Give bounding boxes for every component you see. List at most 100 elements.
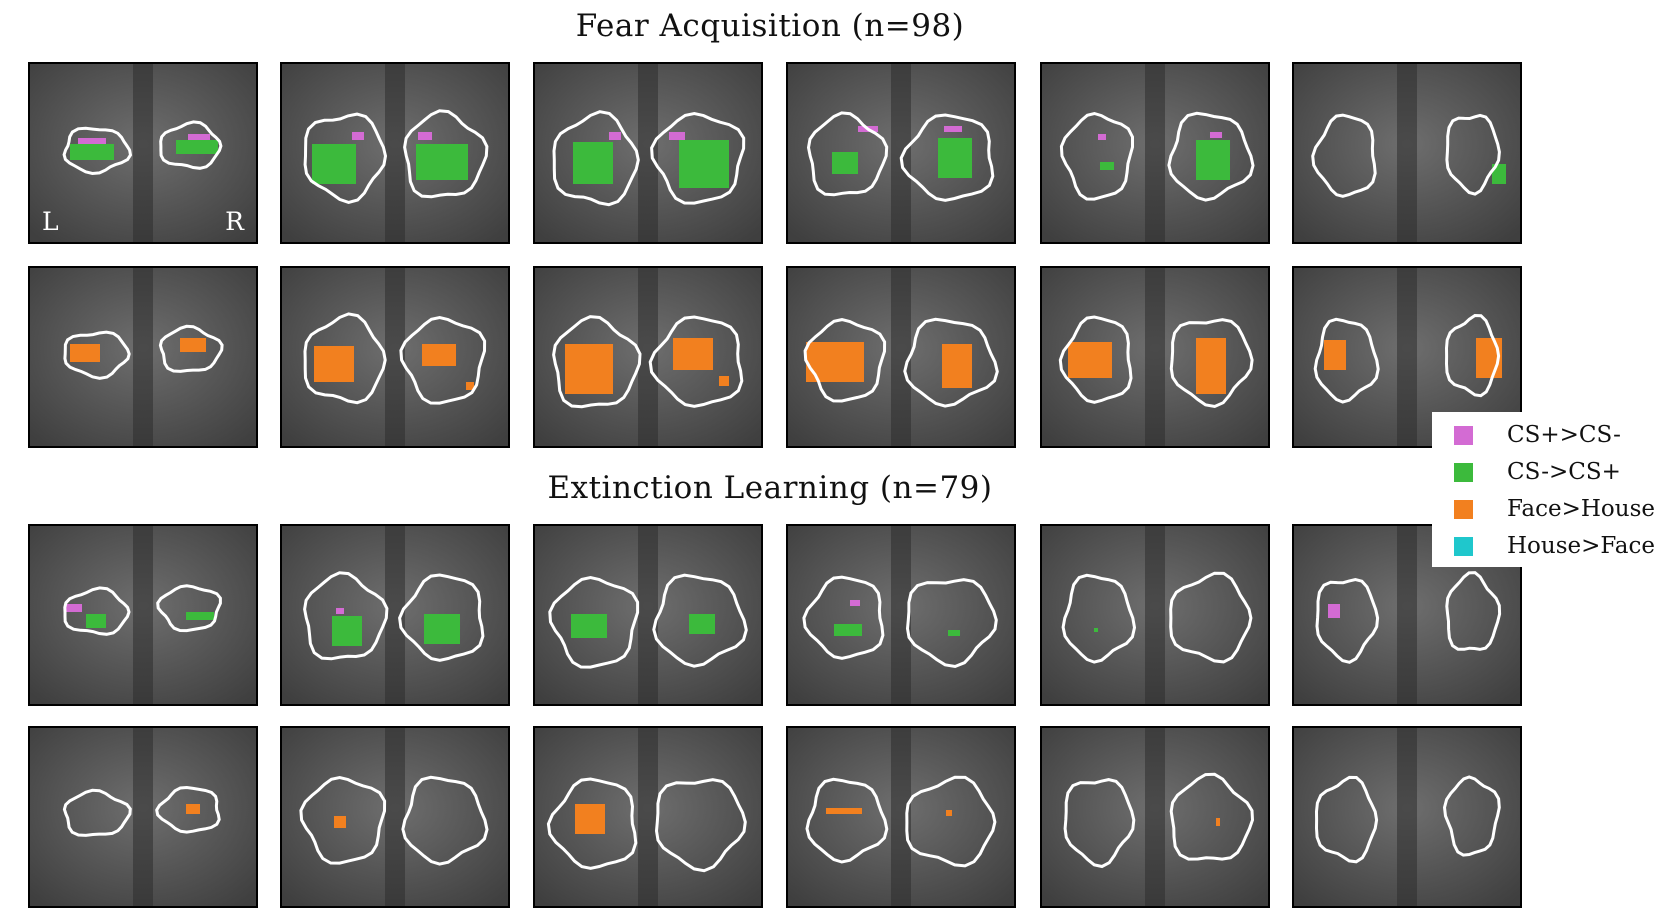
brain-slice-image: [1042, 728, 1268, 906]
legend-item-face-gt-house: Face>House: [1432, 494, 1655, 524]
activation-cluster: [466, 382, 474, 390]
midline-structure: [1397, 64, 1417, 242]
midline-structure: [1145, 526, 1165, 704]
legend: CS+>CS- CS->CS+ Face>House House>Face: [1432, 412, 1668, 567]
legend-swatch: [1454, 499, 1473, 519]
right-amygdala-outline: [155, 785, 221, 834]
right-amygdala-outline: [159, 120, 223, 170]
right-amygdala-outline: [650, 111, 746, 205]
brain-slice-panel: [533, 266, 763, 448]
brain-slice-image: [788, 64, 1014, 242]
brain-slice-panel: [1292, 726, 1522, 908]
brain-slice-panel: [28, 266, 258, 448]
brain-slice-image: [535, 64, 761, 242]
left-amygdala-outline: [803, 318, 887, 403]
brain-slice-panel: [1040, 266, 1270, 448]
brain-slice-image: [535, 526, 761, 704]
brain-slice-image: [282, 728, 508, 906]
midline-structure: [638, 268, 658, 446]
midline-structure: [891, 728, 911, 906]
section-title-extinction-learning: Extinction Learning (n=79): [547, 470, 993, 506]
left-amygdala-outline: [548, 575, 640, 669]
brain-slice-panel: [28, 524, 258, 706]
left-amygdala-outline: [806, 111, 889, 197]
right-hemisphere-label: R: [225, 207, 244, 236]
brain-slice-image: [788, 728, 1014, 906]
right-amygdala-outline: [1442, 775, 1501, 857]
activation-cluster: [1068, 342, 1112, 378]
right-amygdala-outline: [1445, 571, 1502, 651]
brain-slice-panel: [280, 524, 510, 706]
left-amygdala-outline: [1313, 317, 1380, 404]
activation-cluster: [1210, 132, 1222, 138]
brain-slice-panel: [786, 524, 1016, 706]
brain-slice-panel: [28, 726, 258, 908]
midline-structure: [385, 526, 405, 704]
left-amygdala-outline: [303, 312, 387, 405]
legend-swatch: [1454, 425, 1473, 445]
activation-cluster: [942, 344, 972, 388]
legend-swatch: [1454, 462, 1473, 482]
brain-slice-image: [30, 64, 256, 242]
midline-structure: [1397, 268, 1417, 446]
activation-cluster: [938, 138, 972, 178]
activation-cluster: [1196, 140, 1230, 180]
activation-cluster: [1100, 162, 1114, 170]
activation-cluster: [332, 616, 362, 646]
midline-structure: [385, 64, 405, 242]
legend-label: CS+>CS-: [1507, 422, 1621, 448]
midline-structure: [891, 64, 911, 242]
right-amygdala-outline: [652, 573, 748, 668]
midline-structure: [891, 268, 911, 446]
left-amygdala-outline: [552, 315, 642, 409]
left-amygdala-outline: [63, 330, 131, 380]
activation-cluster: [334, 816, 346, 828]
activation-cluster: [689, 614, 715, 634]
section-title-fear-acquisition: Fear Acquisition (n=98): [575, 8, 965, 44]
brain-slice-image: [1294, 728, 1520, 906]
midline-structure: [638, 728, 658, 906]
right-amygdala-outline: [156, 584, 222, 633]
activation-cluster: [834, 624, 862, 636]
right-amygdala-outline: [1444, 313, 1501, 398]
activation-cluster: [86, 614, 106, 628]
right-amygdala-outline: [1445, 113, 1501, 196]
right-amygdala-outline: [654, 778, 747, 873]
activation-cluster: [78, 138, 106, 144]
activation-cluster: [948, 630, 960, 636]
brain-slice-panel: [533, 726, 763, 908]
midline-structure: [638, 526, 658, 704]
left-amygdala-outline: [303, 571, 389, 661]
activation-cluster: [571, 614, 607, 638]
activation-cluster: [1094, 628, 1098, 632]
activation-cluster: [565, 344, 613, 394]
brain-slice-image: [535, 728, 761, 906]
brain-slice-panel: [786, 62, 1016, 244]
brain-slice-panel: [1040, 62, 1270, 244]
brain-slice-panel: [786, 266, 1016, 448]
midline-structure: [1397, 728, 1417, 906]
right-amygdala-outline: [648, 315, 744, 408]
midline-structure: [891, 526, 911, 704]
left-amygdala-outline: [1311, 113, 1377, 198]
left-amygdala-outline: [546, 777, 638, 870]
activation-cluster: [832, 152, 858, 174]
left-amygdala-outline: [1058, 315, 1133, 404]
brain-slice-panel: [533, 62, 763, 244]
right-amygdala-outline: [1169, 318, 1254, 409]
legend-label: CS->CS+: [1507, 459, 1621, 485]
brain-slice-image: [788, 526, 1014, 704]
activation-cluster: [422, 344, 456, 366]
left-amygdala-outline: [303, 112, 388, 204]
brain-slice-panel: [1040, 726, 1270, 908]
left-hemisphere-label: L: [42, 207, 59, 236]
right-amygdala-outline: [1169, 772, 1255, 861]
activation-cluster: [575, 804, 605, 834]
legend-label: Face>House: [1507, 496, 1656, 522]
brain-slice-image: [282, 268, 508, 446]
brain-slice-image: [535, 268, 761, 446]
left-amygdala-outline: [1315, 577, 1380, 664]
brain-slice-image: [1042, 268, 1268, 446]
brain-slice-image: [788, 268, 1014, 446]
activation-cluster: [352, 132, 364, 140]
